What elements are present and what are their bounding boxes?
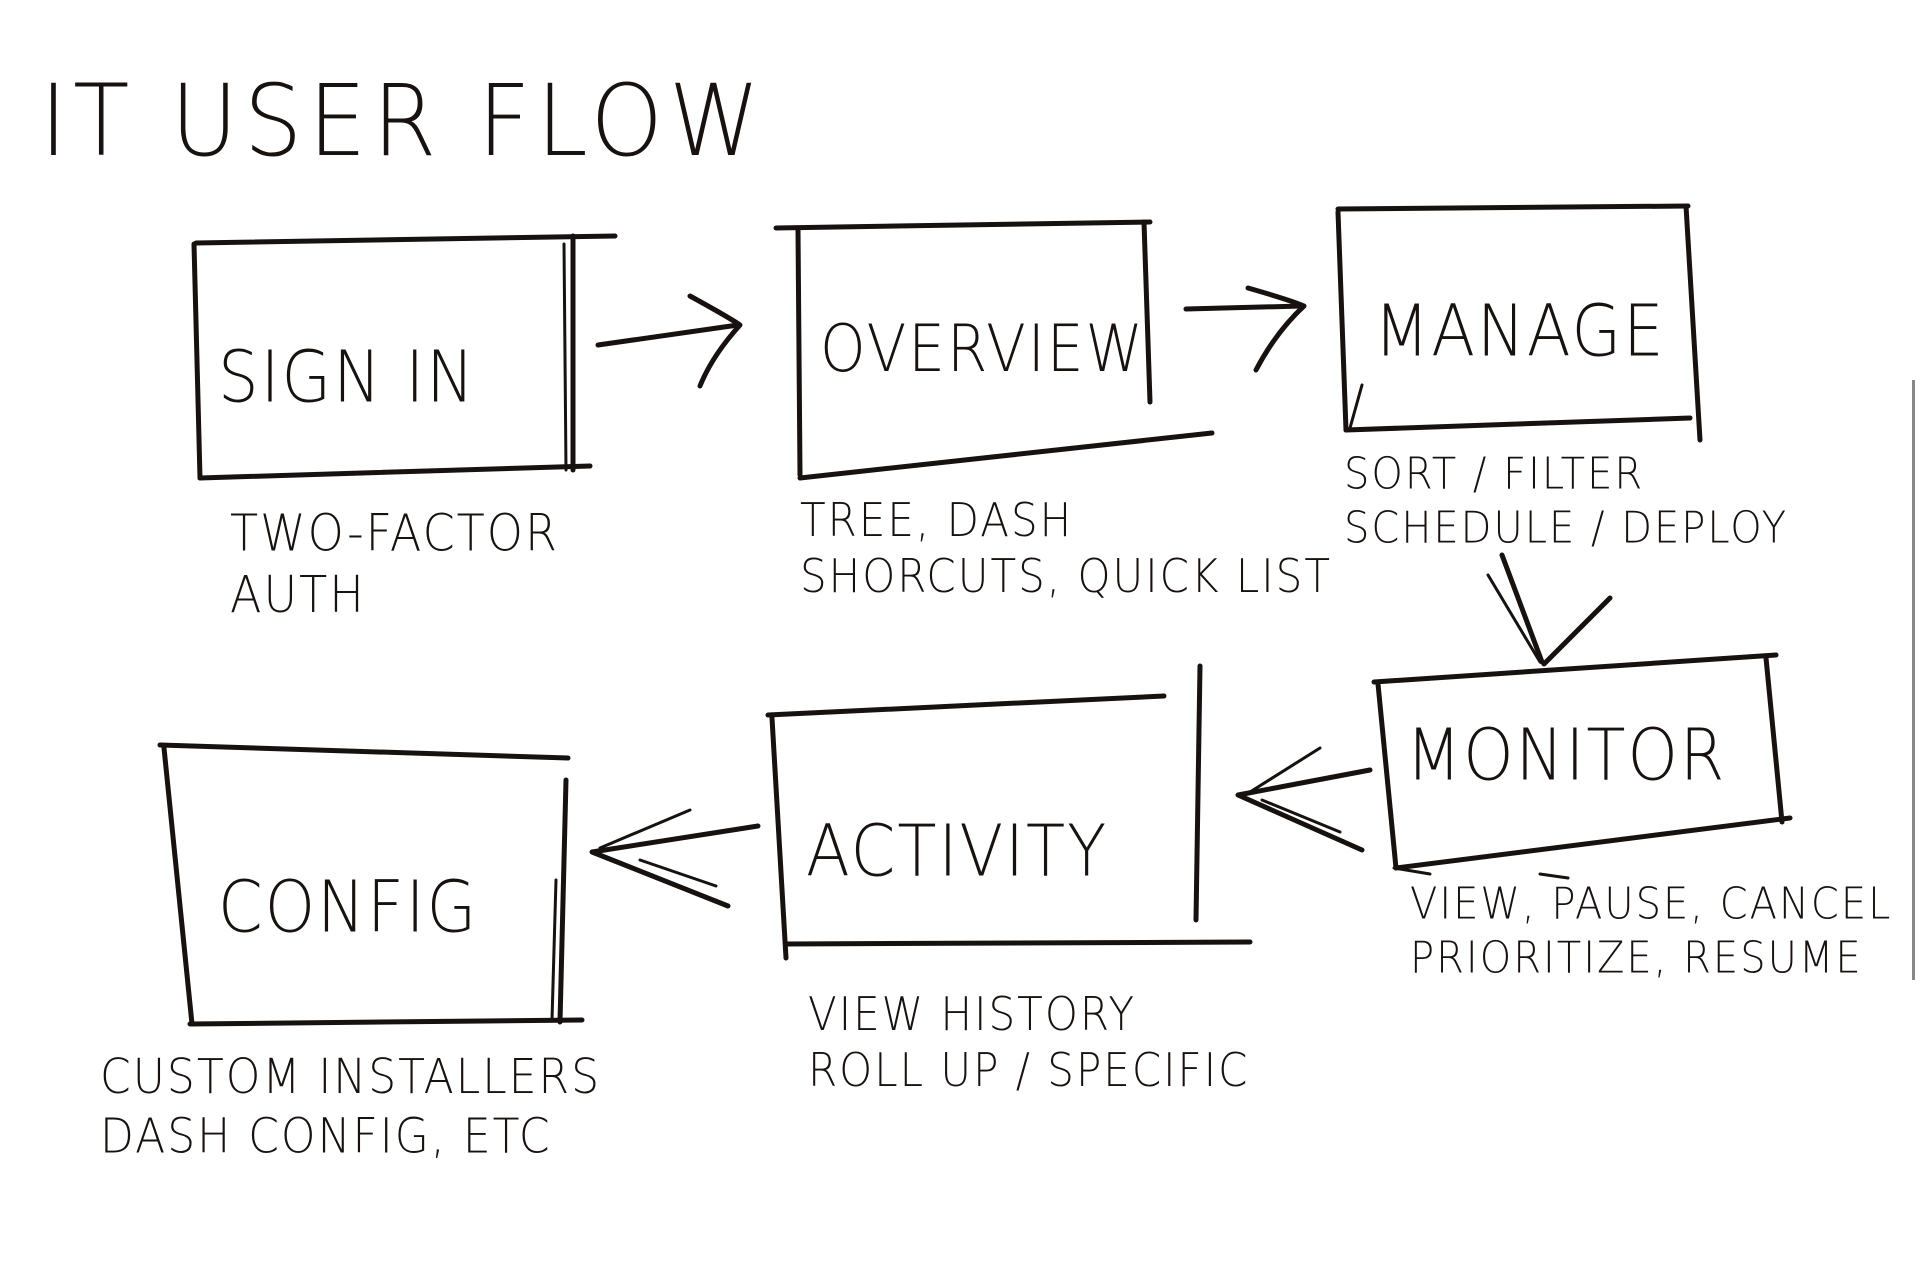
box-activity	[765, 663, 1253, 961]
note-line: AUTH	[230, 564, 366, 625]
step-notes-config: CUSTOM INSTALLERS DASH CONFIG, ETC	[100, 1048, 601, 1166]
arrow-manage-to-monitor	[1486, 552, 1613, 667]
step-label-manage: MANAGE	[1374, 290, 1666, 374]
box-monitor	[1371, 652, 1793, 871]
step-notes-overview: TREE, DASH SHORCUTS, QUICK LIST	[800, 492, 1332, 605]
arrow-activity-to-config	[589, 808, 761, 909]
step-label-monitor: MONITOR	[1406, 714, 1727, 798]
note-line: DASH CONFIG, ETC	[100, 1108, 552, 1165]
step-notes-manage: SORT / FILTER SCHEDULE / DEPLOY	[1344, 448, 1788, 555]
diagram-title: IT USER FLOW	[40, 63, 766, 179]
step-notes-sign-in: TWO-FACTOR AUTH	[230, 502, 559, 625]
step-label-overview: OVERVIEW	[820, 310, 1145, 387]
box-manage	[1335, 203, 1703, 443]
box-config	[157, 742, 585, 1027]
arrow-signin-to-overview	[595, 293, 743, 389]
page-edge-mark	[1912, 380, 1915, 980]
note-line: TREE, DASH	[800, 493, 1074, 547]
note-line: TWO-FACTOR	[230, 503, 559, 563]
step-notes-activity: VIEW HISTORY ROLL UP / SPECIFIC	[808, 986, 1249, 1099]
step-label-config: CONFIG	[218, 866, 479, 950]
note-line: PRIORITIZE, RESUME	[1410, 932, 1863, 984]
note-line: VIEW HISTORY	[808, 987, 1137, 1041]
note-line: ROLL UP / SPECIFIC	[808, 1043, 1250, 1098]
note-line: SCHEDULE / DEPLOY	[1344, 502, 1788, 554]
note-line: CUSTOM INSTALLERS	[100, 1049, 602, 1106]
arrow-monitor-to-activity	[1235, 746, 1373, 853]
note-line: SHORCUTS, QUICK LIST	[800, 549, 1332, 604]
note-line: VIEW, PAUSE, CANCEL	[1410, 879, 1893, 930]
step-notes-monitor: VIEW, PAUSE, CANCEL PRIORITIZE, RESUME	[1410, 878, 1892, 985]
box-sign-in	[191, 233, 618, 481]
box-overview	[773, 219, 1215, 481]
stray-marks	[1392, 866, 1570, 880]
arrow-overview-to-manage	[1183, 285, 1307, 373]
step-label-sign-in: SIGN IN	[218, 336, 477, 420]
step-label-activity: ACTIVITY	[806, 810, 1109, 894]
note-line: SORT / FILTER	[1344, 449, 1645, 500]
